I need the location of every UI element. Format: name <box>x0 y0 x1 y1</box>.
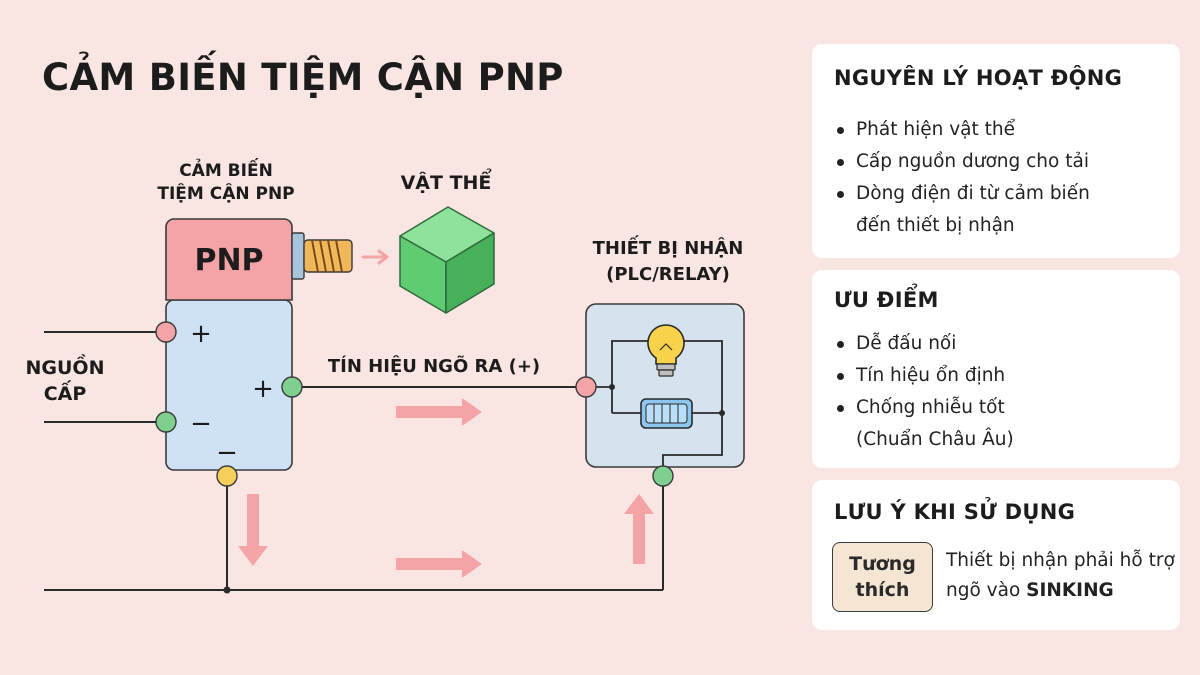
receiver-terminal-common <box>652 465 674 487</box>
relay-coil-icon <box>640 398 693 429</box>
sensor-tip-base <box>291 232 305 280</box>
list-item: Dễ đấu nối <box>834 328 1014 360</box>
sensor-head-text: PNP <box>194 243 263 278</box>
list-item-continuation: (Chuẩn Châu Âu) <box>856 429 1014 450</box>
sensor-head <box>165 218 293 301</box>
lightbulb-icon <box>647 324 685 377</box>
junction-ground <box>223 586 231 594</box>
list-item: Tín hiệu ổn định <box>834 360 1014 392</box>
advantages-card: ƯU ĐIỂM Dễ đấu nối Tín hiệu ổn định Chốn… <box>812 270 1180 468</box>
terminal-minus-in <box>155 411 177 433</box>
receiver-label-line2: (PLC/RELAY) <box>606 264 730 285</box>
notes-card: LƯU Ý KHI SỬ DỤNG Tương thích Thiết bị n… <box>812 480 1180 630</box>
principle-list: Phát hiện vật thể Cấp nguồn dương cho tả… <box>834 114 1090 242</box>
pnp-wiring-diagram: NGUỒN CẤP CẢM BIẾN TIỆM CẬN PNP PNP + − … <box>26 157 745 594</box>
pnp-sensor: PNP + − + − <box>155 218 353 487</box>
terminal-ground <box>216 465 238 487</box>
terminal-plus-in <box>155 321 177 343</box>
principle-card: NGUYÊN LÝ HOẠT ĐỘNG Phát hiện vật thể Cấ… <box>812 44 1180 258</box>
flow-arrow-up <box>624 494 654 564</box>
receiver-device <box>575 303 745 487</box>
wires <box>44 331 664 591</box>
list-item: Cấp nguồn dương cho tải <box>834 146 1090 178</box>
receiver-terminal-signal <box>575 376 597 398</box>
terminal-signal-out <box>281 376 303 398</box>
principle-title: NGUYÊN LÝ HOẠT ĐỘNG <box>834 66 1123 90</box>
note-text: Thiết bị nhận phải hỗ trợ ngõ vào SINKIN… <box>946 550 1175 601</box>
detection-arrow <box>361 249 389 265</box>
sensor-minus-symbol-bottom: − <box>216 438 238 468</box>
list-item: Chống nhiễu tốt(Chuẩn Châu Âu) <box>834 392 1014 456</box>
list-item: Phát hiện vật thể <box>834 114 1090 146</box>
badge-line1: Tương <box>849 553 916 575</box>
sensor-label-line2: TIỆM CẬN PNP <box>157 182 294 204</box>
sensor-minus-symbol-left: − <box>190 409 212 439</box>
badge-line2: thích <box>855 579 910 601</box>
object-label: VẬT THỂ <box>401 168 493 194</box>
compatibility-badge: Tương thích <box>832 542 933 612</box>
receiver-label-line1: THIẾT BỊ NHẬN <box>593 235 744 259</box>
sensor-plus-symbol-left: + <box>190 319 212 349</box>
sensor-label-line1: CẢM BIẾN <box>179 157 273 181</box>
source-label-line1: NGUỒN <box>26 353 105 379</box>
page-title: CẢM BIẾN TIỆM CẬN PNP <box>42 56 564 99</box>
list-item-continuation: đến thiết bị nhận <box>856 215 1015 236</box>
note-bold-term: SINKING <box>1026 580 1114 601</box>
advantages-list: Dễ đấu nối Tín hiệu ổn định Chống nhiễu … <box>834 328 1014 456</box>
advantages-title: ƯU ĐIỂM <box>834 288 939 312</box>
flow-arrows <box>238 398 654 578</box>
flow-arrow-signal <box>396 398 482 426</box>
signal-label: TÍN HIỆU NGÕ RA (+) <box>328 354 540 377</box>
sensor-plus-symbol-right: + <box>252 374 274 404</box>
flow-arrow-down <box>238 494 268 566</box>
flow-arrow-bottom <box>396 550 482 578</box>
object-cube <box>399 206 495 314</box>
notes-title: LƯU Ý KHI SỬ DỤNG <box>834 500 1076 524</box>
source-label-line2: CẤP <box>44 379 87 405</box>
